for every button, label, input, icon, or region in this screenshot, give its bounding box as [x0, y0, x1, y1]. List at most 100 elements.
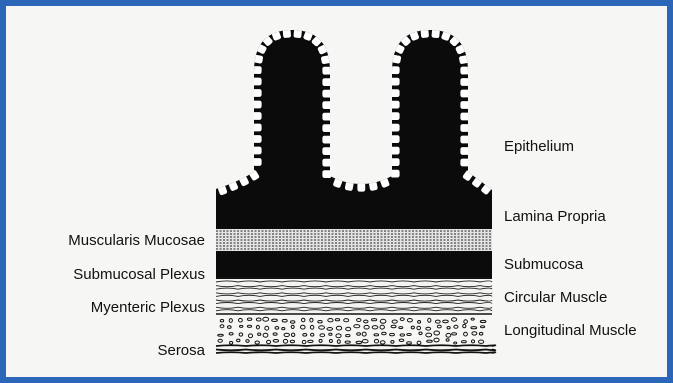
- longitudinal-muscle-nucleus: [463, 324, 466, 327]
- longitudinal-muscle-nucleus: [240, 325, 243, 327]
- longitudinal-muscle-nucleus: [418, 321, 421, 324]
- epithelial-cell: [322, 147, 332, 156]
- longitudinal-muscle-nucleus: [246, 340, 249, 343]
- longitudinal-muscle-nucleus: [282, 328, 285, 330]
- longitudinal-muscle-nucleus: [464, 320, 468, 324]
- gut-wall: [216, 28, 495, 353]
- epithelial-cell: [460, 135, 470, 144]
- longitudinal-muscle-nucleus: [411, 326, 414, 329]
- serosa-line: [216, 345, 495, 346]
- longitudinal-muscle-nucleus: [391, 325, 396, 327]
- epithelial-cell: [322, 124, 332, 133]
- longitudinal-muscle-nucleus: [419, 332, 422, 335]
- longitudinal-muscle-nucleus: [256, 318, 261, 321]
- longitudinal-muscle-nucleus: [357, 333, 361, 335]
- epithelial-cell: [322, 101, 332, 110]
- longitudinal-muscle-nucleus: [247, 318, 251, 320]
- longitudinal-muscle-nucleus: [220, 320, 223, 322]
- longitudinal-muscle-nucleus: [362, 340, 368, 343]
- longitudinal-muscle-nucleus: [446, 333, 451, 337]
- longitudinal-muscle-nucleus: [364, 320, 368, 323]
- epithelial-cell: [431, 28, 441, 39]
- label-submucosal-plexus: Submucosal Plexus: [73, 266, 205, 283]
- circular-muscle-layer: [216, 278, 492, 314]
- longitudinal-muscle-nucleus: [329, 340, 332, 343]
- longitudinal-muscle-nucleus: [471, 318, 474, 320]
- longitudinal-muscle-nucleus: [256, 325, 259, 329]
- longitudinal-muscle-nucleus: [218, 339, 222, 342]
- longitudinal-muscle-nucleus: [318, 321, 322, 323]
- longitudinal-muscle-nucleus: [263, 333, 268, 337]
- epithelial-cell: [322, 170, 332, 179]
- epithelial-cell: [252, 54, 263, 64]
- longitudinal-muscle-nucleus: [265, 326, 269, 330]
- epithelial-cell: [460, 78, 470, 87]
- epithelial-cell: [420, 28, 429, 39]
- longitudinal-muscle-nucleus: [282, 319, 287, 322]
- label-submucosa: Submucosa: [504, 256, 584, 273]
- longitudinal-muscle-nucleus: [336, 326, 341, 330]
- label-longitudinal-muscle: Longitudinal Muscle: [504, 322, 637, 339]
- longitudinal-muscle-nucleus: [427, 340, 433, 342]
- longitudinal-muscle-nucleus: [263, 317, 269, 321]
- longitudinal-muscle-nucleus: [303, 334, 307, 337]
- longitudinal-muscle-nucleus: [311, 333, 314, 336]
- longitudinal-muscle-nucleus: [229, 333, 233, 335]
- longitudinal-muscle-nucleus: [239, 318, 243, 322]
- epithelial-cell: [390, 77, 400, 86]
- longitudinal-muscle-nucleus: [435, 320, 440, 323]
- epithelial-cell: [390, 146, 400, 155]
- longitudinal-muscle-nucleus: [417, 326, 421, 329]
- epithelial-cell: [390, 66, 400, 75]
- longitudinal-muscle-nucleus: [258, 333, 261, 335]
- longitudinal-muscle-nucleus: [291, 333, 294, 336]
- epithelial-cell: [390, 135, 400, 144]
- longitudinal-muscle-nucleus: [229, 319, 232, 323]
- diagram-frame: Muscularis Mucosae Submucosal Plexus Mye…: [6, 6, 667, 377]
- epithelial-cell: [252, 146, 262, 155]
- longitudinal-muscle-nucleus: [374, 334, 379, 336]
- longitudinal-muscle-nucleus: [344, 319, 349, 322]
- longitudinal-muscle-nucleus: [218, 334, 224, 336]
- label-muscularis-mucosae: Muscularis Mucosae: [68, 232, 205, 249]
- longitudinal-muscle-nucleus: [400, 318, 404, 321]
- epithelial-cell: [390, 158, 400, 167]
- epithelial-cell: [252, 77, 262, 86]
- longitudinal-muscle-nucleus: [302, 340, 306, 343]
- longitudinal-muscle-nucleus: [248, 334, 252, 338]
- longitudinal-muscle-nucleus: [255, 341, 259, 344]
- longitudinal-muscle-nucleus: [437, 325, 441, 328]
- epithelial-cell: [390, 54, 401, 64]
- label-circular-muscle: Circular Muscle: [504, 289, 607, 306]
- longitudinal-muscle-nucleus: [346, 335, 350, 337]
- epithelial-cell: [293, 28, 303, 39]
- epithelial-cell: [390, 123, 400, 132]
- epithelial-cell: [322, 89, 332, 98]
- longitudinal-muscle-nucleus: [454, 342, 457, 344]
- longitudinal-muscle-nucleus: [479, 332, 482, 335]
- longitudinal-muscle-nucleus: [320, 334, 325, 337]
- longitudinal-muscle-nucleus: [362, 332, 366, 336]
- epithelial-cell: [252, 112, 262, 121]
- longitudinal-muscle-nucleus: [247, 325, 251, 327]
- serosa-line: [216, 352, 495, 353]
- longitudinal-muscle-nucleus: [327, 328, 333, 331]
- longitudinal-muscle-nucleus: [380, 319, 386, 323]
- longitudinal-muscle-nucleus: [480, 320, 486, 322]
- epithelial-cell: [322, 112, 332, 121]
- longitudinal-muscle-nucleus: [356, 341, 362, 343]
- longitudinal-muscle-nucleus: [380, 325, 384, 329]
- longitudinal-muscle-nucleus: [391, 341, 394, 344]
- longitudinal-muscle-nucleus: [426, 327, 431, 330]
- longitudinal-muscle-nucleus: [273, 340, 278, 343]
- epithelial-cell: [322, 135, 332, 144]
- epithelial-cell: [344, 180, 354, 191]
- longitudinal-muscle-nucleus: [390, 333, 395, 335]
- epithelial-cell: [252, 135, 262, 144]
- longitudinal-muscle-nucleus: [447, 327, 450, 329]
- longitudinal-muscle-nucleus: [354, 325, 360, 328]
- longitudinal-muscle-nucleus: [301, 325, 306, 329]
- longitudinal-muscle-nucleus: [272, 319, 278, 321]
- longitudinal-muscle-nucleus: [302, 318, 305, 322]
- epithelial-cell: [252, 123, 262, 132]
